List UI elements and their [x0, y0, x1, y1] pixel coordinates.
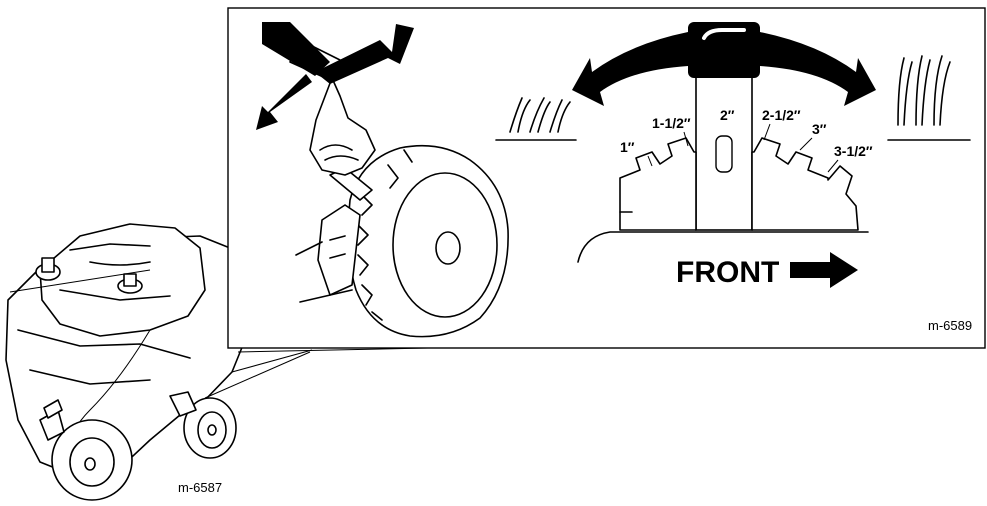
- overview-figure-code: m-6587: [178, 480, 222, 495]
- height-selector-lever: [688, 22, 760, 231]
- height-label-2-5: 2-1/2″: [762, 107, 801, 123]
- lever-direction-arrows: [256, 22, 414, 130]
- height-label-1-5: 1-1/2″: [652, 115, 691, 131]
- height-label-1: 1″: [620, 139, 635, 155]
- tall-grass-icon: [887, 55, 971, 141]
- mower-overview-illustration: [5, 223, 251, 501]
- height-label-2: 2″: [720, 107, 735, 123]
- short-grass-icon: [495, 97, 577, 141]
- front-label: FRONT: [676, 256, 779, 289]
- detail-figure-code: m-6589: [928, 318, 972, 333]
- hand-lever-wheel-illustration: [289, 39, 509, 338]
- ground-line: [577, 231, 869, 263]
- height-label-3: 3″: [812, 121, 827, 137]
- adjustment-direction-arrows: [572, 32, 876, 106]
- front-arrow-icon: [790, 252, 858, 288]
- height-labels: 1″ 1-1/2″ 2″ 2-1/2″ 3″ 3-1/2″: [620, 107, 873, 173]
- height-quadrant: [619, 137, 859, 231]
- height-label-3-5: 3-1/2″: [834, 143, 873, 159]
